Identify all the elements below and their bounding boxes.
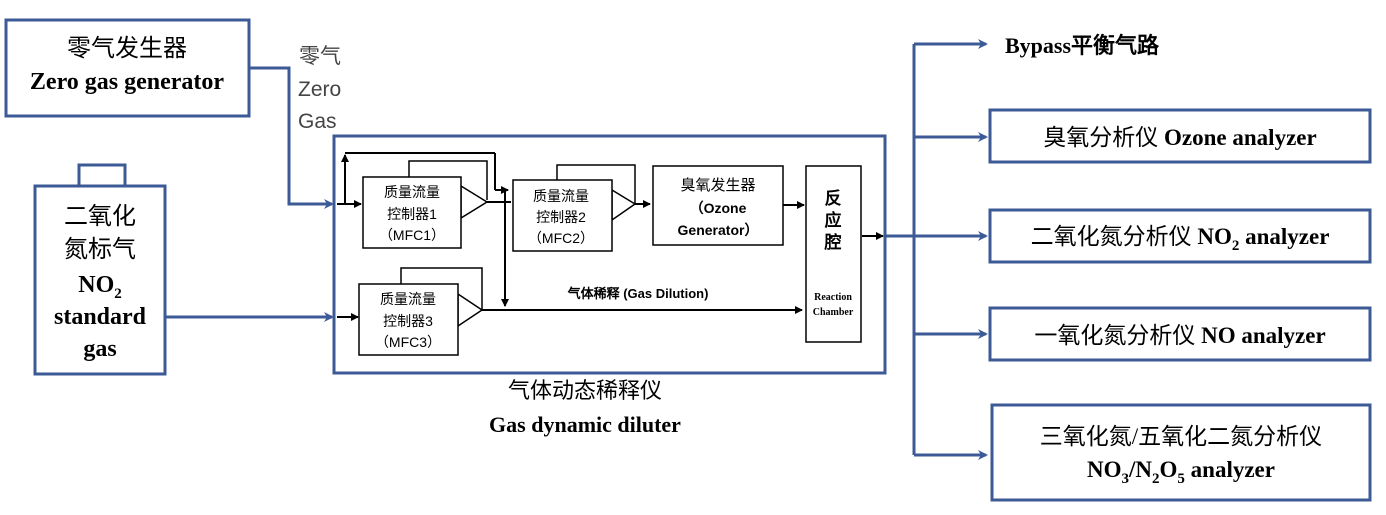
zero-gen-en: Zero gas generator [30, 69, 225, 95]
zero-gas-en1: Zero [298, 78, 341, 101]
chamber-e2: Chamber [813, 307, 854, 318]
cylinder-en1: standard [54, 304, 147, 330]
no3-an-cn: 三氧化氮/五氧化二氮分析仪 [1040, 424, 1322, 449]
zero-gas-label: 零气 Zero Gas [298, 45, 341, 133]
zero-gas-line [249, 66, 334, 209]
chamber-c2: 应 [825, 210, 842, 230]
no2-cylinder: 二氧化 氮标气 NO2 standard gas [33, 163, 167, 376]
cylinder-cn1: 二氧化 [64, 203, 136, 230]
diluter-box [332, 134, 887, 375]
no3-n2o5-analyzer: 三氧化氮/五氧化二氮分析仪 NO3/N2O5 analyzer [990, 403, 1372, 502]
mfc1-l1: 质量流量 [384, 184, 440, 200]
svg-text:一氧化氮分析仪 NO analyzer: 一氧化氮分析仪 NO analyzer [1034, 323, 1325, 348]
no2-analyzer: 二氧化氮分析仪 NO2 analyzer [988, 208, 1372, 264]
cylinder-en2: gas [83, 336, 116, 362]
diluter-en: Gas dynamic diluter [489, 412, 681, 437]
chamber-e1: Reaction [814, 292, 852, 303]
mfc3-l3: （MFC3） [375, 334, 441, 350]
output-manifold [885, 39, 988, 460]
no2-an-cn: 二氧化氮分析仪 [1031, 224, 1198, 249]
chamber-c1: 反 [825, 189, 842, 208]
zero-gas-generator: 零气发生器 Zero gas generator [4, 18, 251, 118]
mfc1-l2: 控制器1 [387, 206, 437, 222]
mfc3-l1: 质量流量 [380, 291, 436, 307]
zero-gas-cn: 零气 [299, 45, 341, 68]
no3-an-en: NO3/N2O5 analyzer [1087, 457, 1275, 487]
internal-flow-lines [337, 152, 884, 321]
mfc3: 质量流量 控制器3 （MFC3） [358, 267, 484, 356]
chamber-c3: 腔 [824, 232, 842, 252]
cylinder-cn2: 氮标气 [64, 236, 136, 263]
gas-dilution-label: 气体稀释 (Gas Dilution) [568, 286, 709, 301]
mfc1: 质量流量 控制器1 （MFC1） [362, 160, 489, 249]
ozone-an-en: Ozone analyzer [1164, 125, 1317, 150]
no-analyzer: 一氧化氮分析仪 NO analyzer [988, 306, 1372, 362]
ozone-generator: 臭氧发生器 （Ozone Generator） [652, 165, 784, 246]
ozone-gen-l3: Generator） [678, 222, 759, 238]
zero-gas-en2: Gas [298, 110, 337, 133]
cylinder-formula: NO2 [78, 272, 122, 302]
mfc2-l3: （MFC2） [528, 230, 594, 246]
diluter-cn: 气体动态稀释仪 [508, 378, 662, 403]
no-an-en: NO analyzer [1201, 323, 1326, 348]
reaction-chamber: 反 应 腔 Reaction Chamber [805, 165, 862, 343]
ozone-gen-l1: 臭氧发生器 [680, 177, 755, 194]
zero-gen-cn: 零气发生器 [67, 35, 187, 62]
ozone-analyzer: 臭氧分析仪 Ozone analyzer [988, 108, 1372, 164]
bypass-label: Bypass平衡气路 [1005, 33, 1160, 58]
mfc3-l2: 控制器3 [383, 313, 433, 329]
svg-text:二氧化氮分析仪 NO2 analyzer: 二氧化氮分析仪 NO2 analyzer [1031, 224, 1330, 254]
mfc1-l3: （MFC1） [379, 227, 445, 243]
ozone-gen-l2: （Ozone [690, 200, 747, 216]
mfc2: 质量流量 控制器2 （MFC2） [512, 164, 637, 252]
mfc2-l2: 控制器2 [536, 209, 586, 225]
svg-text:臭氧分析仪 Ozone analyzer: 臭氧分析仪 Ozone analyzer [1043, 125, 1316, 150]
ozone-an-cn: 臭氧分析仪 [1043, 125, 1164, 150]
mfc2-l1: 质量流量 [533, 188, 589, 204]
no-an-cn: 一氧化氮分析仪 [1034, 323, 1201, 348]
